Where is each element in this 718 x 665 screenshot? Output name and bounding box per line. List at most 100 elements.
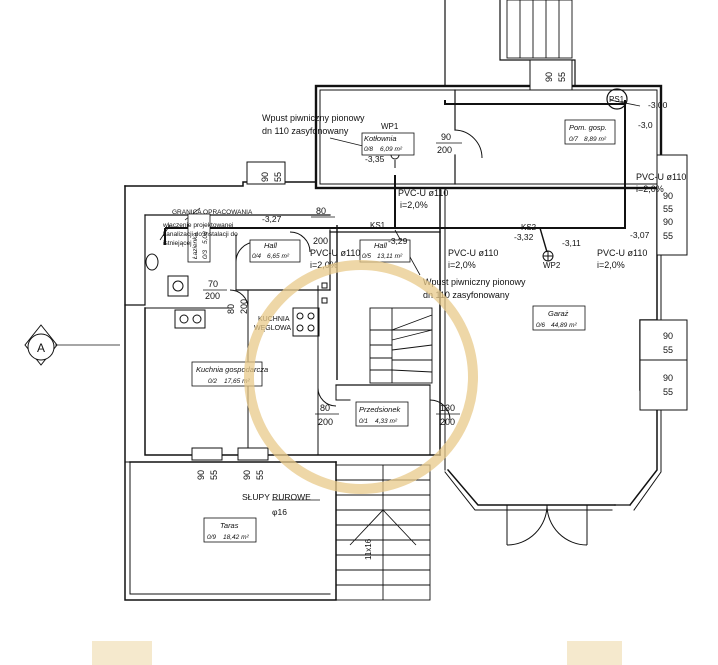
- room-labels: Kotłownia 0/8 6,09 m² Pom. gosp. 0/7 8,8…: [187, 119, 616, 543]
- room-area-garaz: 44,89 m²: [551, 322, 577, 329]
- room-name-hall-1: Hall: [264, 241, 277, 250]
- note-wlaczenie-line3: istniejącej: [163, 240, 192, 247]
- dim-door-70-w: 70: [208, 279, 218, 289]
- note-wlaczenie-line1: włączenie projektowanej: [162, 222, 233, 229]
- door-swings: [229, 129, 588, 546]
- pipe-slope-1: i=2,0%: [400, 200, 428, 210]
- note-wlaczenie-line2: kanalizacji do instalacji do: [163, 231, 238, 238]
- room-name-hall-2: Hall: [374, 241, 387, 250]
- dim-door-80c-w: 80: [320, 403, 330, 413]
- dim-door-80b-h: 200: [239, 299, 249, 314]
- dim-door-kot-w: 90: [441, 132, 451, 142]
- tag-ks1: KS1: [370, 221, 386, 230]
- note-slupy-line2: φ16: [272, 507, 287, 517]
- pipe-slope-4: i=2,0%: [597, 260, 625, 270]
- level-8: -3,07: [630, 230, 650, 240]
- dim-win-top2-h: 55: [557, 72, 567, 82]
- dim-door-80c-h: 200: [318, 417, 333, 427]
- room-area-przedsionek: 4,33 m²: [375, 418, 398, 425]
- note-kuchnia-weglowa-line2: WĘGLOWA: [254, 325, 291, 332]
- dimensions: 90 200 90 55 90 55 80 200 70 200 80 200 …: [196, 72, 673, 480]
- tag-wp1: WP1: [381, 122, 399, 131]
- note-wpust-1-line2: dn 110 zasyfonowany: [262, 126, 349, 136]
- tag-ps1: PS1: [609, 95, 625, 104]
- dim-door-70-h: 200: [205, 291, 220, 301]
- room-name-lazienka: Łazienka: [192, 233, 199, 259]
- room-area-hall-1: 6,65 m²: [267, 253, 290, 260]
- dim-win-top-w: 90: [260, 172, 270, 182]
- room-code-kuchnia: 0/2: [208, 378, 217, 385]
- dim-door-80b-w: 80: [226, 304, 236, 314]
- tag-wp2: WP2: [543, 261, 561, 270]
- dim-win-r4-h: 55: [663, 204, 673, 214]
- note-kuchnia-weglowa-line1: KUCHNIA: [258, 316, 290, 323]
- dim-win-bot2-w: 90: [242, 470, 252, 480]
- leader-lines: [55, 99, 641, 501]
- dim-win-top2-w: 90: [544, 72, 554, 82]
- dim-win-top-h: 55: [273, 172, 283, 182]
- room-name-kotlownia: Kotłownia: [364, 134, 397, 143]
- axis-marker: A: [24, 324, 58, 366]
- level-6: -3,32: [514, 232, 534, 242]
- room-code-hall-2: 0/5: [362, 253, 371, 260]
- room-area-hall-2: 13,11 m²: [377, 253, 403, 260]
- note-stairs: 11x16: [364, 538, 373, 560]
- room-code-pom-gosp: 0/7: [569, 136, 578, 143]
- level-1: -3,35: [365, 154, 385, 164]
- fixtures: [145, 253, 320, 337]
- pipe-label-1: PVC-U ø110: [398, 188, 448, 198]
- level-5: -3,29: [388, 236, 408, 246]
- room-name-kuchnia: Kuchnia gospodarcza: [196, 365, 268, 374]
- notes: Wpust piwniczny pionowy dn 110 zasyfonow…: [162, 113, 526, 560]
- room-code-lazienka: 0/3: [202, 250, 209, 259]
- stairs: [335, 0, 573, 601]
- pipe-slope-2: i=2,0%: [310, 260, 338, 270]
- pipe-slope-3: i=2,0%: [448, 260, 476, 270]
- room-area-pom-gosp: 8,89 m²: [584, 136, 607, 143]
- dim-win-bot1-w: 90: [196, 470, 206, 480]
- dim-door-80a-h: 200: [313, 236, 328, 246]
- axis-marker-label: A: [37, 341, 45, 355]
- room-area-kuchnia: 17,65 m²: [224, 378, 250, 385]
- pipe-label-5: PVC-U ø110: [636, 172, 686, 182]
- room-name-pom-gosp: Pom. gosp.: [569, 123, 607, 132]
- dim-win-r2-w: 90: [663, 331, 673, 341]
- room-area-lazienka: 5,08: [202, 231, 209, 244]
- pipe-label-3: PVC-U ø110: [448, 248, 498, 258]
- room-name-taras: Taras: [220, 521, 239, 530]
- note-slupy-line1: SŁUPY RUROWE: [242, 492, 311, 502]
- level-4: -3,27: [262, 214, 282, 224]
- dim-win-bot2-h: 55: [255, 470, 265, 480]
- room-code-kotlownia: 0/8: [364, 146, 373, 153]
- room-code-przedsionek: 0/1: [359, 418, 368, 425]
- dim-win-r1-w: 90: [663, 217, 673, 227]
- pipe-slope-5: i=2,0%: [636, 184, 664, 194]
- drain-pipes: [164, 100, 626, 380]
- room-area-taras: 18,42 m²: [223, 534, 249, 541]
- dim-door-80a-w: 80: [316, 206, 326, 216]
- room-name-przedsionek: Przedsionek: [359, 405, 402, 414]
- pipe-label-2: PVC-U ø110: [310, 248, 360, 258]
- level-3: -3,0: [638, 120, 653, 130]
- room-code-taras: 0/9: [207, 534, 216, 541]
- room-name-garaz: Garaż: [548, 309, 569, 318]
- dim-win-r4-w: 90: [663, 191, 673, 201]
- note-wpust-1-line1: Wpust piwniczny pionowy: [262, 113, 365, 123]
- dim-win-bot1-h: 55: [209, 470, 219, 480]
- note-wpust-2-line1: Wpust piwniczny pionowy: [423, 277, 526, 287]
- note-wpust-2-line2: dn 110 zasyfonowany: [423, 290, 510, 300]
- dim-door-130-h: 200: [440, 417, 455, 427]
- room-code-hall-1: 0/4: [252, 253, 261, 260]
- dim-win-r3-h: 55: [663, 387, 673, 397]
- room-area-kotlownia: 6,09 m²: [380, 146, 403, 153]
- tags: WP1 WP2 PS1 KS1 KS2: [370, 95, 625, 270]
- pipe-label-4: PVC-U ø110: [597, 248, 647, 258]
- dim-win-r3-w: 90: [663, 373, 673, 383]
- dim-door-kot-h: 200: [437, 145, 452, 155]
- note-granica: GRANICA OPRACOWANIA: [172, 209, 253, 216]
- dim-win-r2-h: 55: [663, 345, 673, 355]
- pipe-labels: PVC-U ø110 i=2,0% PVC-U ø110 i=2,0% PVC-…: [310, 172, 686, 270]
- dim-win-r1-h: 55: [663, 231, 673, 241]
- dim-door-130-w: 130: [440, 403, 455, 413]
